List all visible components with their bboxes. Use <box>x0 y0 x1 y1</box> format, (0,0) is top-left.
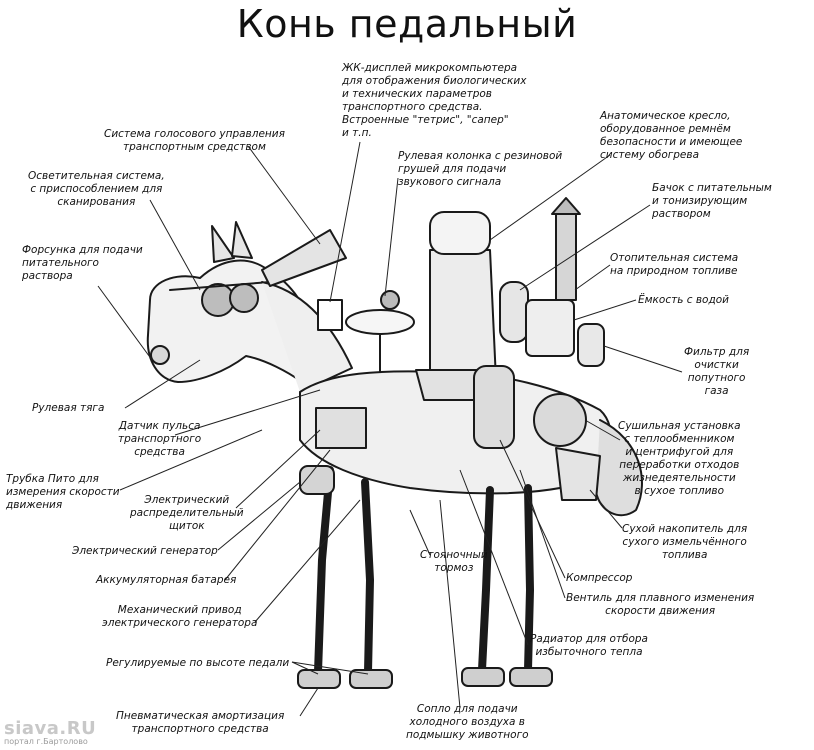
leader-nozzle <box>439 499 461 709</box>
seat-back <box>429 249 497 381</box>
label-tank: Бачок с питательным и тонизирующим раств… <box>652 182 772 220</box>
horse-leg-1 <box>314 466 334 676</box>
hoof-pedal-1 <box>297 669 341 689</box>
leader-accumulator <box>589 489 623 529</box>
label-seat: Анатомическое кресло, оборудованное ремн… <box>600 110 743 161</box>
watermark-subtitle: портал г.Бартолово <box>4 737 88 746</box>
leader-generator <box>217 481 301 551</box>
hoof-pedal-4 <box>509 667 553 687</box>
nutrient-tank <box>499 281 529 343</box>
label-injector: Форсунка для подачи питательного раствор… <box>22 244 143 282</box>
horse-leg-2 <box>361 478 374 676</box>
label-mech-drive: Механический привод электрического генер… <box>102 604 258 629</box>
label-pulse: Датчик пульса транспортного средства <box>118 420 202 458</box>
drying-unit <box>533 393 587 447</box>
leader-seat <box>489 154 611 241</box>
generator <box>299 465 335 495</box>
lcd-screen <box>317 299 343 331</box>
gas-filter <box>577 323 605 367</box>
label-steering-column: Рулевая колонка с резиновой грушей для п… <box>398 150 563 188</box>
goggle-strap <box>169 281 271 291</box>
fuel-accumulator <box>555 447 601 501</box>
leader-dryer <box>584 419 621 441</box>
leader-valve <box>519 469 566 599</box>
leader-parking-brake <box>409 509 431 556</box>
label-generator: Электрический генератор <box>72 545 218 557</box>
battery <box>315 407 367 449</box>
compressor <box>473 365 515 449</box>
horn-bulb <box>380 290 400 310</box>
leader-mech-drive <box>254 499 361 623</box>
label-compressor: Компрессор <box>566 572 633 584</box>
horse-neck <box>261 281 353 393</box>
horse-nostril <box>150 345 170 365</box>
label-steering-rod: Рулевая тяга <box>32 402 105 414</box>
leader-pedals-1 <box>291 661 319 675</box>
seat-headrest <box>429 211 491 255</box>
leader-injector <box>97 285 153 361</box>
horse-ear-left <box>211 225 235 263</box>
horse-leg-3 <box>478 486 494 674</box>
label-lcd: ЖК-дисплей микрокомпьютера для отображен… <box>342 62 527 139</box>
horse-leg-4 <box>524 484 534 674</box>
label-water: Ёмкость с водой <box>638 294 729 306</box>
chimney <box>555 213 577 301</box>
megaphone <box>261 229 347 287</box>
leader-voice <box>247 145 321 245</box>
site-watermark: siava.RU портал г.Бартолово <box>4 718 96 746</box>
watermark-logo: siava.RU <box>4 718 97 739</box>
horse-ear-right <box>231 221 253 259</box>
leader-battery <box>224 449 331 581</box>
hoof-pedal-2 <box>349 669 393 689</box>
label-filter: Фильтр для очистки попутного газа <box>684 346 750 397</box>
leader-pneumatic <box>299 687 319 717</box>
label-pedals: Регулируемые по высоте педали <box>106 657 290 669</box>
label-parking-brake: Стояночный тормоз <box>420 549 488 574</box>
leader-steering-column <box>384 177 399 297</box>
leader-pitot <box>119 429 263 491</box>
leader-lighting <box>149 199 201 291</box>
chimney-cap <box>551 197 581 215</box>
steering-wheel <box>345 309 415 335</box>
leader-water <box>573 299 637 321</box>
label-heating: Отопительная система на природном топлив… <box>610 252 739 277</box>
leader-steering-rod <box>124 359 201 409</box>
water-tank <box>525 299 575 357</box>
label-dryer: Сушильная установка с теплообменником и … <box>618 420 741 497</box>
leader-compressor <box>499 439 566 579</box>
leader-tank <box>519 204 651 291</box>
label-voice: Система голосового управления транспортн… <box>104 128 285 153</box>
leader-filter <box>603 345 683 373</box>
leader-lcd <box>329 141 361 303</box>
label-accumulator: Сухой накопитель для сухого измельчённог… <box>622 523 748 561</box>
goggle-right <box>229 283 259 313</box>
label-valve: Вентиль для плавного изменения скорости … <box>566 592 755 617</box>
label-switchboard: Электрический распределительный щиток <box>130 494 244 532</box>
label-pitot: Трубка Пито для измерения скорости движе… <box>6 473 120 511</box>
leader-pedals-2 <box>291 661 369 675</box>
label-nozzle: Сопло для подачи холодного воздуха в под… <box>406 703 529 741</box>
leader-heating <box>574 264 611 291</box>
leader-switchboard <box>235 429 321 509</box>
label-pneumatic: Пневматическая амортизация транспортного… <box>116 710 285 735</box>
hoof-pedal-3 <box>461 667 505 687</box>
label-battery: Аккумуляторная батарея <box>96 574 237 586</box>
label-lighting: Осветительная система, с приспособлением… <box>28 170 165 208</box>
label-radiator: Радиатор для отбора избыточного тепла <box>530 633 648 658</box>
leader-pulse <box>174 389 321 436</box>
leader-radiator <box>459 469 529 646</box>
diagram-title: Конь педальный <box>236 2 578 46</box>
